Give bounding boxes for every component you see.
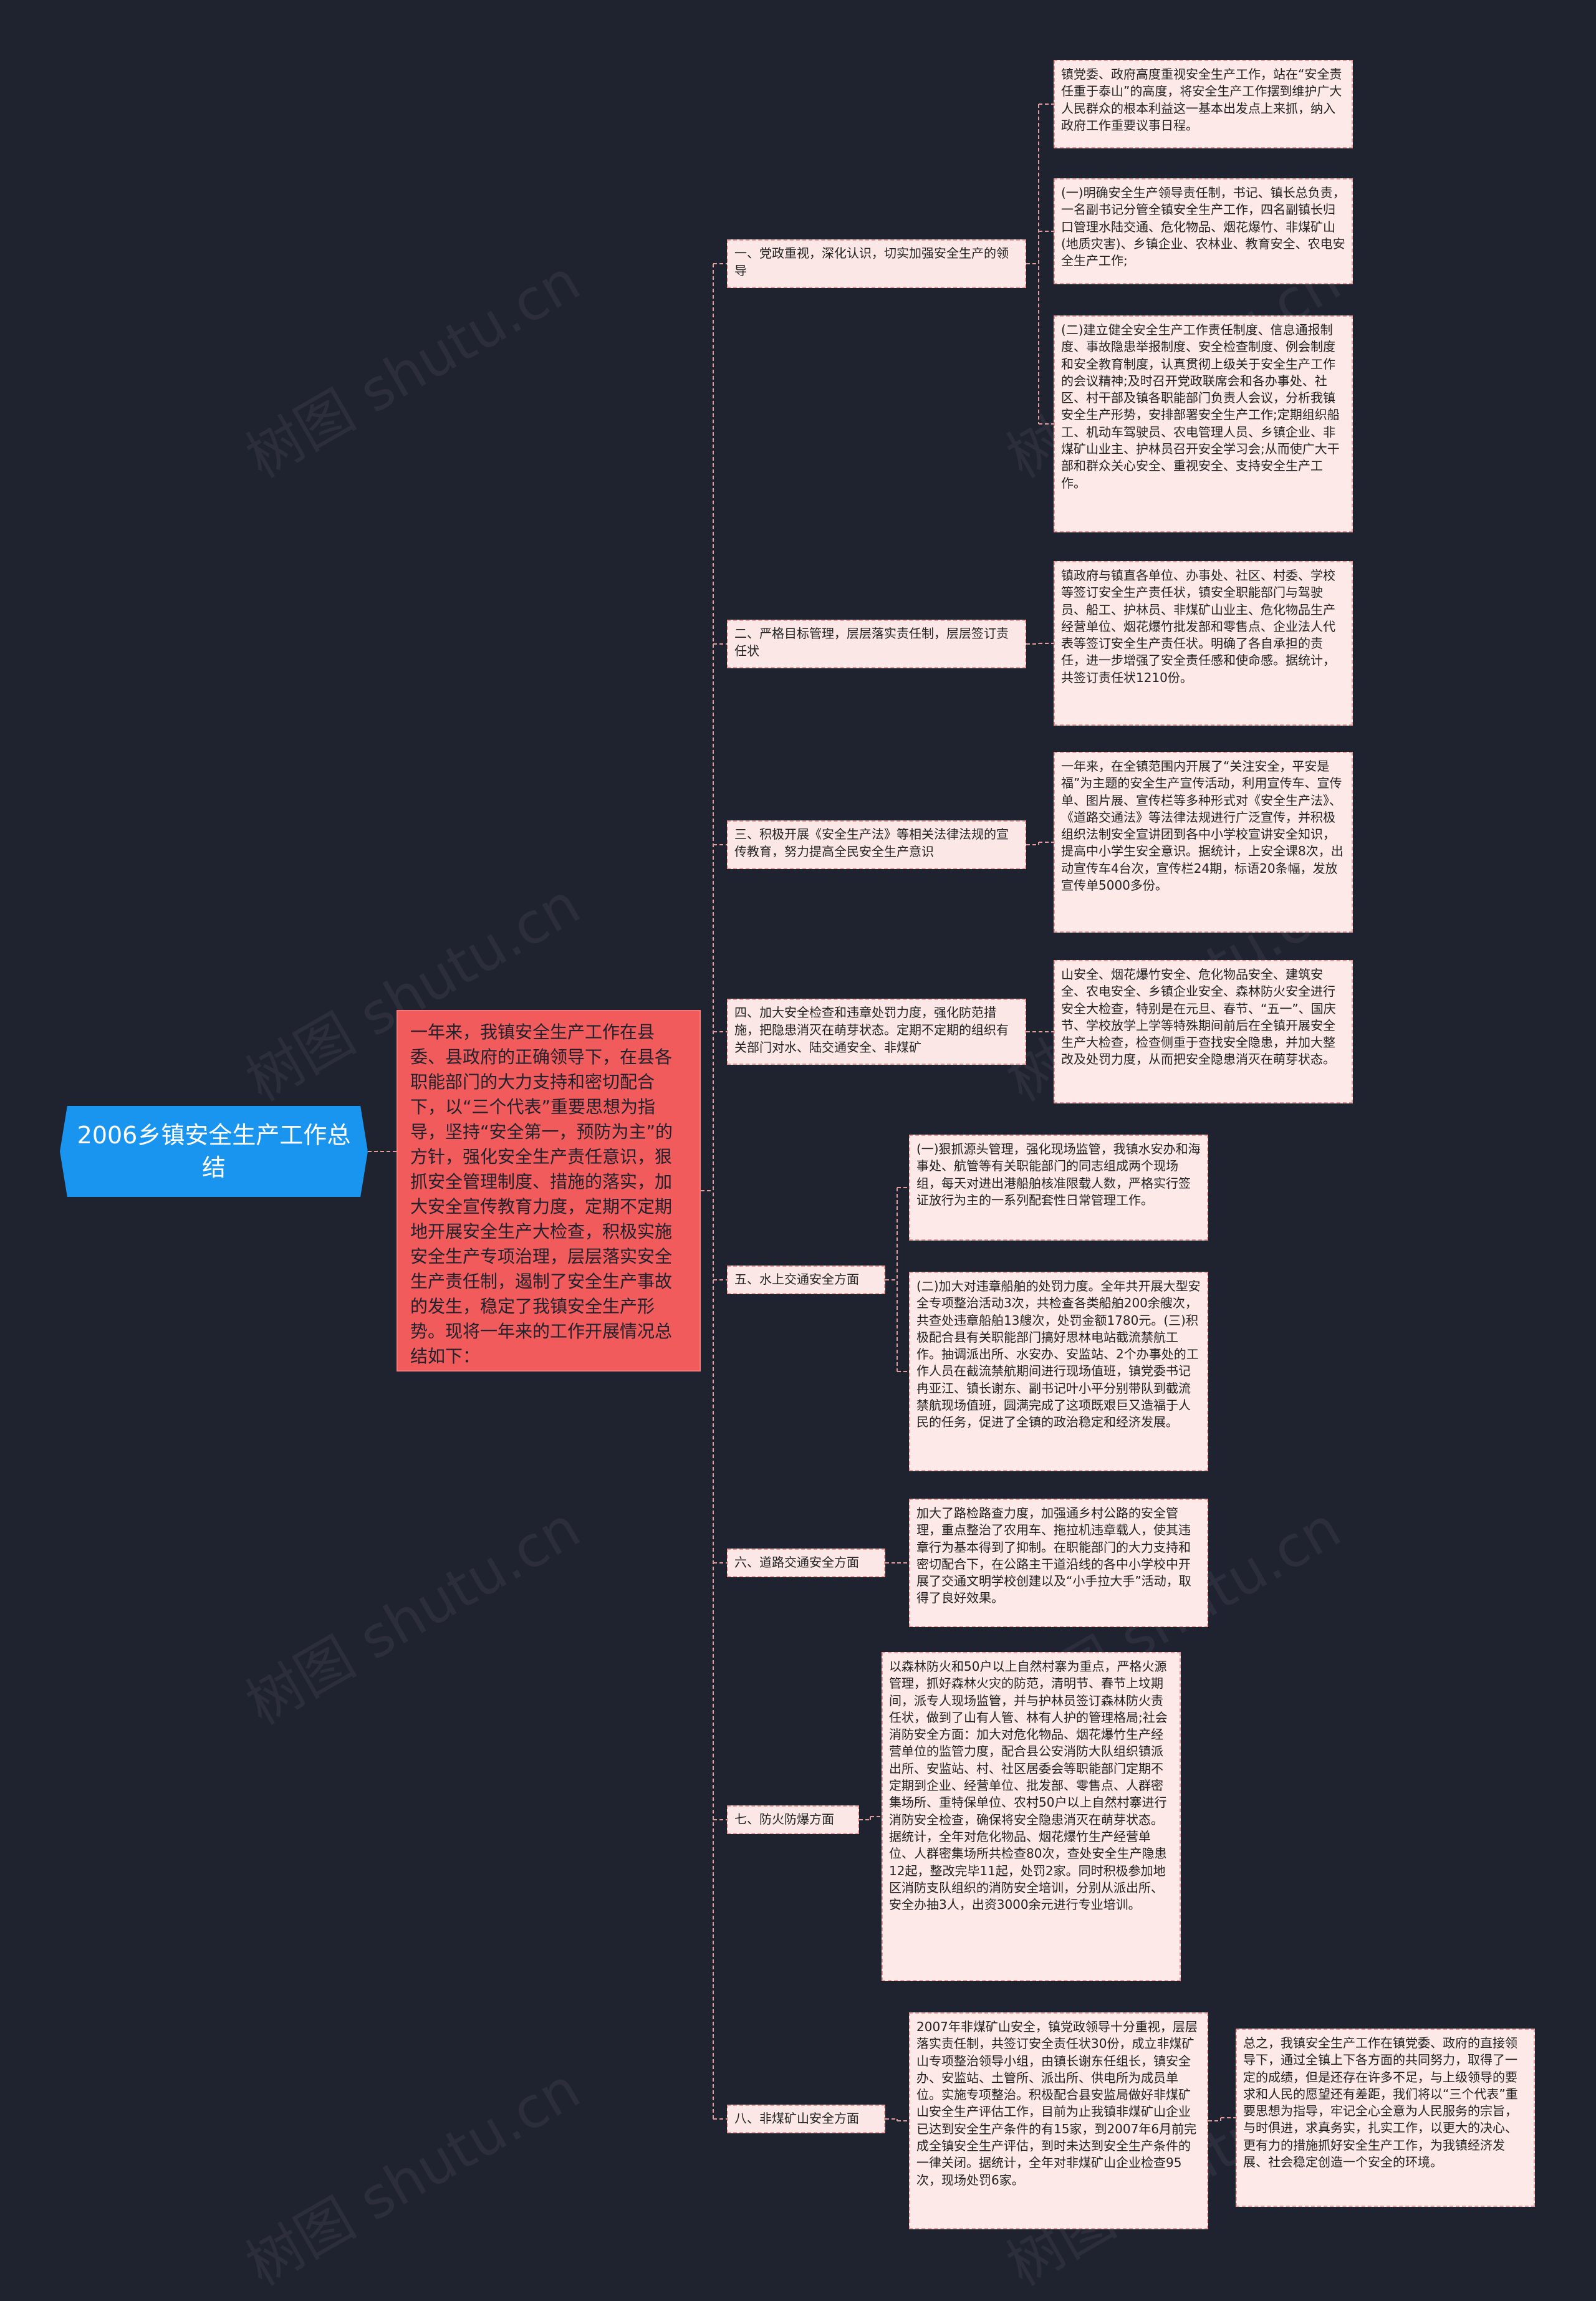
leaf-node[interactable]: (一)明确安全生产领导责任制，书记、镇长总负责，一名副书记分管全镇安全生产工作，… [1054,178,1353,284]
branch-label: 七、防火防爆方面 [734,1812,834,1827]
leaf-text: (二)建立健全安全生产工作责任制度、信息通报制度、事故隐患举报制度、安全检查制度… [1061,322,1340,491]
watermark: 树图 shutu.cn [235,247,591,491]
branch-label: 四、加大安全检查和违章处罚力度，强化防范措施，把隐患消灭在萌芽状态。定期不定期的… [734,1005,1009,1055]
leaf-node[interactable]: 以森林防火和50户以上自然村寨为重点，严格火源管理，抓好森林火灾的防范，清明节、… [882,1652,1181,1981]
branch-label: 一、党政重视，深化认识，切实加强安全生产的领导 [734,246,1009,278]
leaf-node[interactable]: 山安全、烟花爆竹安全、危化物品安全、建筑安全、农电安全、乡镇企业安全、森林防火安… [1054,960,1353,1103]
root-topic[interactable]: 2006乡镇安全生产工作总结 [60,1106,368,1197]
summary-node[interactable]: 一年来，我镇安全生产工作在县委、县政府的正确领导下，在县各职能部门的大力支持和密… [397,1010,701,1371]
leaf-node[interactable]: (一)狠抓源头管理，强化现场监管，我镇水安办和海事处、航管等有关职能部门的同志组… [909,1135,1208,1241]
leaf-text: 2007年非煤矿山安全，镇党政领导十分重视，层层落实责任制，共签订安全责任状30… [916,2019,1198,2188]
branch-node[interactable]: 五、水上交通安全方面 [727,1266,885,1294]
leaf-node[interactable]: 总之，我镇安全生产工作在镇党委、政府的直接领导下，通过全镇上下各方面的共同努力，… [1236,2029,1535,2207]
branch-label: 六、道路交通安全方面 [734,1555,859,1570]
leaf-text: 加大了路检路查力度，加强通乡村公路的安全管理，重点整治了农用车、拖拉机违章载人，… [916,1506,1191,1606]
leaf-node[interactable]: 加大了路检路查力度，加强通乡村公路的安全管理，重点整治了农用车、拖拉机违章载人，… [909,1499,1208,1627]
leaf-text: 一年来，在全镇范围内开展了“关注安全，平安是福”为主题的安全生产宣传活动，利用宣… [1061,759,1344,893]
leaf-node[interactable]: 一年来，在全镇范围内开展了“关注安全，平安是福”为主题的安全生产宣传活动，利用宣… [1054,752,1353,933]
leaf-text: 总之，我镇安全生产工作在镇党委、政府的直接领导下，通过全镇上下各方面的共同努力，… [1243,2035,1518,2170]
branch-label: 三、积极开展《安全生产法》等相关法律法规的宣传教育，努力提高全民安全生产意识 [734,827,1009,859]
branch-label: 二、严格目标管理，层层落实责任制，层层签订责任状 [734,626,1009,658]
leaf-text: (一)狠抓源头管理，强化现场监管，我镇水安办和海事处、航管等有关职能部门的同志组… [916,1141,1201,1208]
leaf-node[interactable]: 2007年非煤矿山安全，镇党政领导十分重视，层层落实责任制，共签订安全责任状30… [909,2012,1208,2229]
branch-node[interactable]: 二、严格目标管理，层层落实责任制，层层签订责任状 [727,620,1026,668]
leaf-text: (一)明确安全生产领导责任制，书记、镇长总负责，一名副书记分管全镇安全生产工作，… [1061,185,1345,269]
leaf-text: 以森林防火和50户以上自然村寨为重点，严格火源管理，抓好森林火灾的防范，清明节、… [889,1659,1168,1913]
leaf-text: (二)加大对违章船舶的处罚力度。全年共开展大型安全专项整治活动3次，共检查各类船… [916,1279,1201,1430]
summary-text: 一年来，我镇安全生产工作在县委、县政府的正确领导下，在县各职能部门的大力支持和密… [410,1022,673,1367]
branch-node[interactable]: 七、防火防爆方面 [727,1805,859,1834]
root-title: 2006乡镇安全生产工作总结 [77,1122,351,1181]
leaf-text: 山安全、烟花爆竹安全、危化物品安全、建筑安全、农电安全、乡镇企业安全、森林防火安… [1061,967,1336,1067]
branch-node[interactable]: 四、加大安全检查和违章处罚力度，强化防范措施，把隐患消灭在萌芽状态。定期不定期的… [727,999,1026,1065]
branch-node[interactable]: 一、党政重视，深化认识，切实加强安全生产的领导 [727,239,1026,288]
leaf-text: 镇政府与镇直各单位、办事处、社区、村委、学校等签订安全生产责任状，镇安全职能部门… [1061,568,1335,685]
branch-node[interactable]: 八、非煤矿山安全方面 [727,2105,885,2133]
branch-label: 八、非煤矿山安全方面 [734,2111,859,2126]
branch-label: 五、水上交通安全方面 [734,1272,859,1287]
watermark: 树图 shutu.cn [235,1494,591,1738]
watermark: 树图 shutu.cn [235,2055,591,2299]
branch-node[interactable]: 三、积极开展《安全生产法》等相关法律法规的宣传教育，努力提高全民安全生产意识 [727,820,1026,869]
branch-node[interactable]: 六、道路交通安全方面 [727,1549,885,1577]
leaf-node[interactable]: (二)建立健全安全生产工作责任制度、信息通报制度、事故隐患举报制度、安全检查制度… [1054,315,1353,532]
leaf-text: 镇党委、政府高度重视安全生产工作，站在“安全责任重于泰山”的高度，将安全生产工作… [1061,67,1342,133]
leaf-node[interactable]: (二)加大对违章船舶的处罚力度。全年共开展大型安全专项整治活动3次，共检查各类船… [909,1272,1208,1471]
leaf-node[interactable]: 镇政府与镇直各单位、办事处、社区、村委、学校等签订安全生产责任状，镇安全职能部门… [1054,561,1353,726]
leaf-node[interactable]: 镇党委、政府高度重视安全生产工作，站在“安全责任重于泰山”的高度，将安全生产工作… [1054,60,1353,148]
